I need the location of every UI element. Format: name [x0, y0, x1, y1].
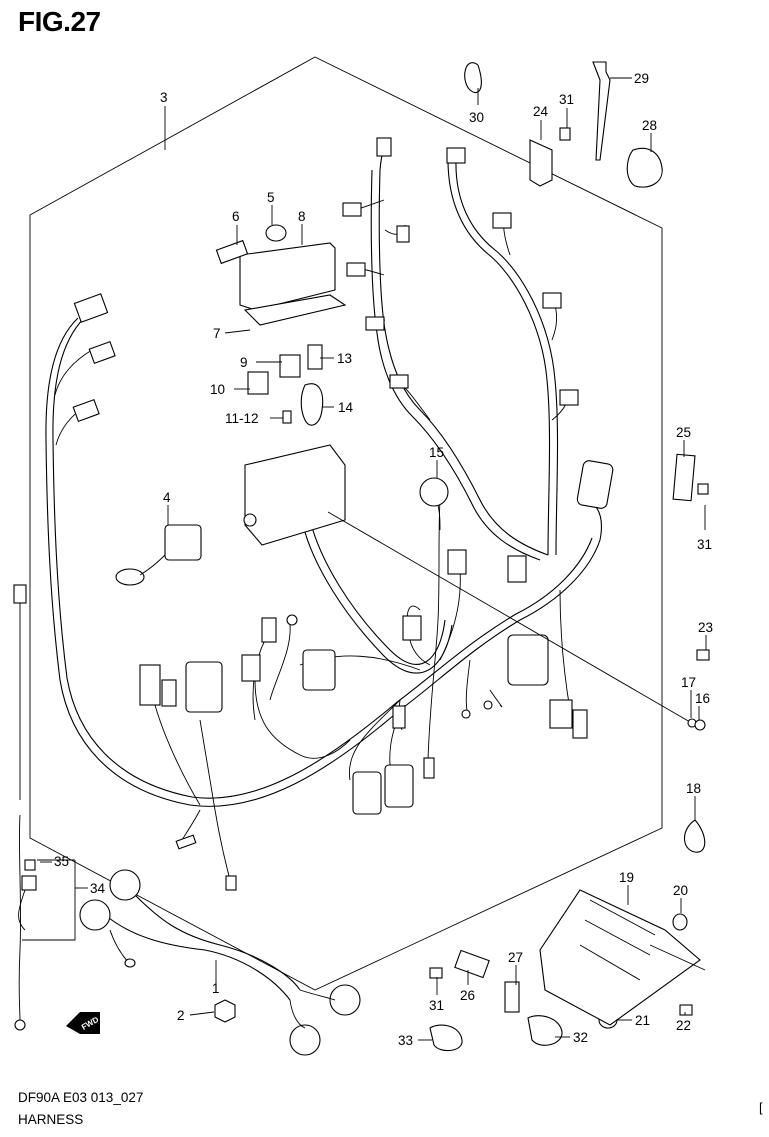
- callout-28: 28: [642, 118, 657, 133]
- callout-31-right: 31: [697, 537, 712, 552]
- callout-31-top: 31: [559, 92, 574, 107]
- callout-21: 21: [635, 1013, 650, 1028]
- assembly-outline: [29, 56, 663, 991]
- callout-4: 4: [163, 490, 171, 505]
- callout-7: 7: [213, 326, 221, 341]
- callout-15: 15: [429, 445, 444, 460]
- callout-2: 2: [177, 1008, 185, 1023]
- callout-33: 33: [398, 1033, 413, 1048]
- callout-10: 10: [210, 382, 225, 397]
- corner-mark: [: [759, 1100, 763, 1115]
- callout-18: 18: [686, 781, 701, 796]
- callout-8: 8: [298, 209, 306, 224]
- figure-title: FIG.27: [18, 6, 101, 37]
- callout-1: 1: [212, 981, 220, 996]
- callout-22: 22: [676, 1018, 691, 1033]
- callout-6: 6: [232, 209, 240, 224]
- callout-27: 27: [508, 950, 523, 965]
- small-parts: [214, 61, 710, 1052]
- forward-arrow-icon: FWD: [66, 1012, 100, 1034]
- callout-30: 30: [469, 110, 484, 125]
- callout-32: 32: [573, 1030, 588, 1045]
- callout-14: 14: [338, 400, 354, 415]
- callout-26: 26: [460, 988, 475, 1003]
- callout-35: 35: [54, 854, 69, 869]
- callout-16: 16: [695, 691, 710, 706]
- harness-connectors: [72, 137, 614, 891]
- callout-17: 17: [681, 675, 696, 690]
- footer-model-code: DF90A E03 013_027: [18, 1090, 144, 1105]
- junction-box: [115, 444, 449, 586]
- battery-and-lead-wires: [13, 584, 361, 1056]
- callout-9: 9: [240, 355, 248, 370]
- callout-20: 20: [673, 883, 688, 898]
- callout-29: 29: [634, 71, 649, 86]
- footer-part-name: HARNESS: [18, 1112, 84, 1127]
- callout-24: 24: [533, 104, 549, 119]
- callout-5: 5: [267, 190, 275, 205]
- callout-25: 25: [676, 425, 691, 440]
- callout-19: 19: [619, 870, 634, 885]
- leader-lines: [164, 77, 707, 1041]
- fuse-box-assembly: [215, 224, 347, 426]
- callout-31-bottom: 31: [429, 998, 444, 1013]
- callout-34: 34: [90, 881, 106, 896]
- callout-labels: 3 6 5 8 7 9 13 10 14 11-12 4 15 30 29 24…: [54, 71, 713, 1048]
- callout-11-12: 11-12: [225, 411, 259, 426]
- callout-3: 3: [160, 90, 168, 105]
- callout-13: 13: [337, 351, 352, 366]
- callout-23: 23: [698, 620, 713, 635]
